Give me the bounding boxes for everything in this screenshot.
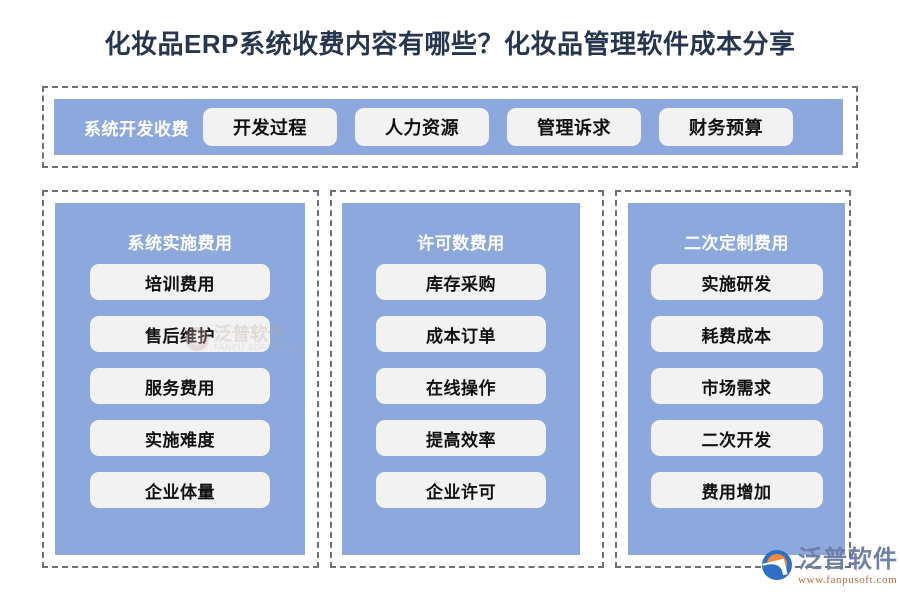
- top-item-pill[interactable]: 开发过程: [203, 108, 337, 146]
- column-panel-license-count: 许可数费用 库存采购 成本订单 在线操作 提高效率 企业许可: [342, 203, 580, 555]
- brand-logo-text: 泛普软件 www.fanpusoft.com: [798, 548, 898, 586]
- column-item-pill[interactable]: 耗费成本: [650, 316, 823, 352]
- top-section-items: 开发过程 人力资源 管理诉求 财务预算: [203, 108, 843, 146]
- column-items: 库存采购 成本订单 在线操作 提高效率 企业许可: [342, 264, 580, 508]
- column-items: 培训费用 售后维护 服务费用 实施难度 企业体量: [55, 264, 305, 508]
- top-section-label: 系统开发收费: [84, 119, 189, 139]
- column-item-pill[interactable]: 实施研发: [650, 264, 823, 300]
- fanpu-logo-icon: [762, 550, 792, 580]
- column-item-pill[interactable]: 实施难度: [90, 420, 270, 456]
- column-item-pill[interactable]: 服务费用: [90, 368, 270, 404]
- column-panel-system-implementation: 系统实施费用 培训费用 售后维护 服务费用 实施难度 企业体量: [55, 203, 305, 555]
- column-item-pill[interactable]: 提高效率: [376, 420, 546, 456]
- brand-name: 泛普软件: [798, 546, 898, 573]
- brand-logo: 泛普软件 www.fanpusoft.com: [762, 548, 898, 586]
- column-item-pill[interactable]: 二次开发: [650, 420, 823, 456]
- column-item-pill[interactable]: 企业许可: [376, 472, 546, 508]
- column-title: 系统实施费用: [127, 234, 233, 253]
- column-item-pill[interactable]: 成本订单: [376, 316, 546, 352]
- column-dashed-frame: [330, 190, 604, 568]
- column-dashed-frame: [615, 190, 851, 568]
- top-item-pill[interactable]: 管理诉求: [507, 108, 641, 146]
- column-item-pill[interactable]: 费用增加: [650, 472, 823, 508]
- top-item-pill[interactable]: 财务预算: [659, 108, 793, 146]
- column-panel-secondary-customization: 二次定制费用 实施研发 耗费成本 市场需求 二次开发 费用增加: [628, 203, 845, 555]
- top-item-pill[interactable]: 人力资源: [355, 108, 489, 146]
- column-dashed-frame: [42, 190, 319, 568]
- brand-url: www.fanpusoft.com: [798, 574, 898, 586]
- column-item-pill[interactable]: 在线操作: [376, 368, 546, 404]
- top-section-panel: 系统开发收费 开发过程 人力资源 管理诉求 财务预算: [54, 99, 843, 155]
- column-item-pill[interactable]: 企业体量: [90, 472, 270, 508]
- column-item-pill[interactable]: 售后维护: [90, 316, 270, 352]
- column-item-pill[interactable]: 市场需求: [650, 368, 823, 404]
- column-title: 许可数费用: [417, 234, 505, 253]
- column-title: 二次定制费用: [684, 234, 789, 253]
- column-items: 实施研发 耗费成本 市场需求 二次开发 费用增加: [628, 264, 845, 508]
- column-item-pill[interactable]: 培训费用: [90, 264, 270, 300]
- column-item-pill[interactable]: 库存采购: [376, 264, 546, 300]
- top-section-dashed-frame: [42, 86, 858, 168]
- page-title: 化妆品ERP系统收费内容有哪些？化妆品管理软件成本分享: [104, 29, 796, 59]
